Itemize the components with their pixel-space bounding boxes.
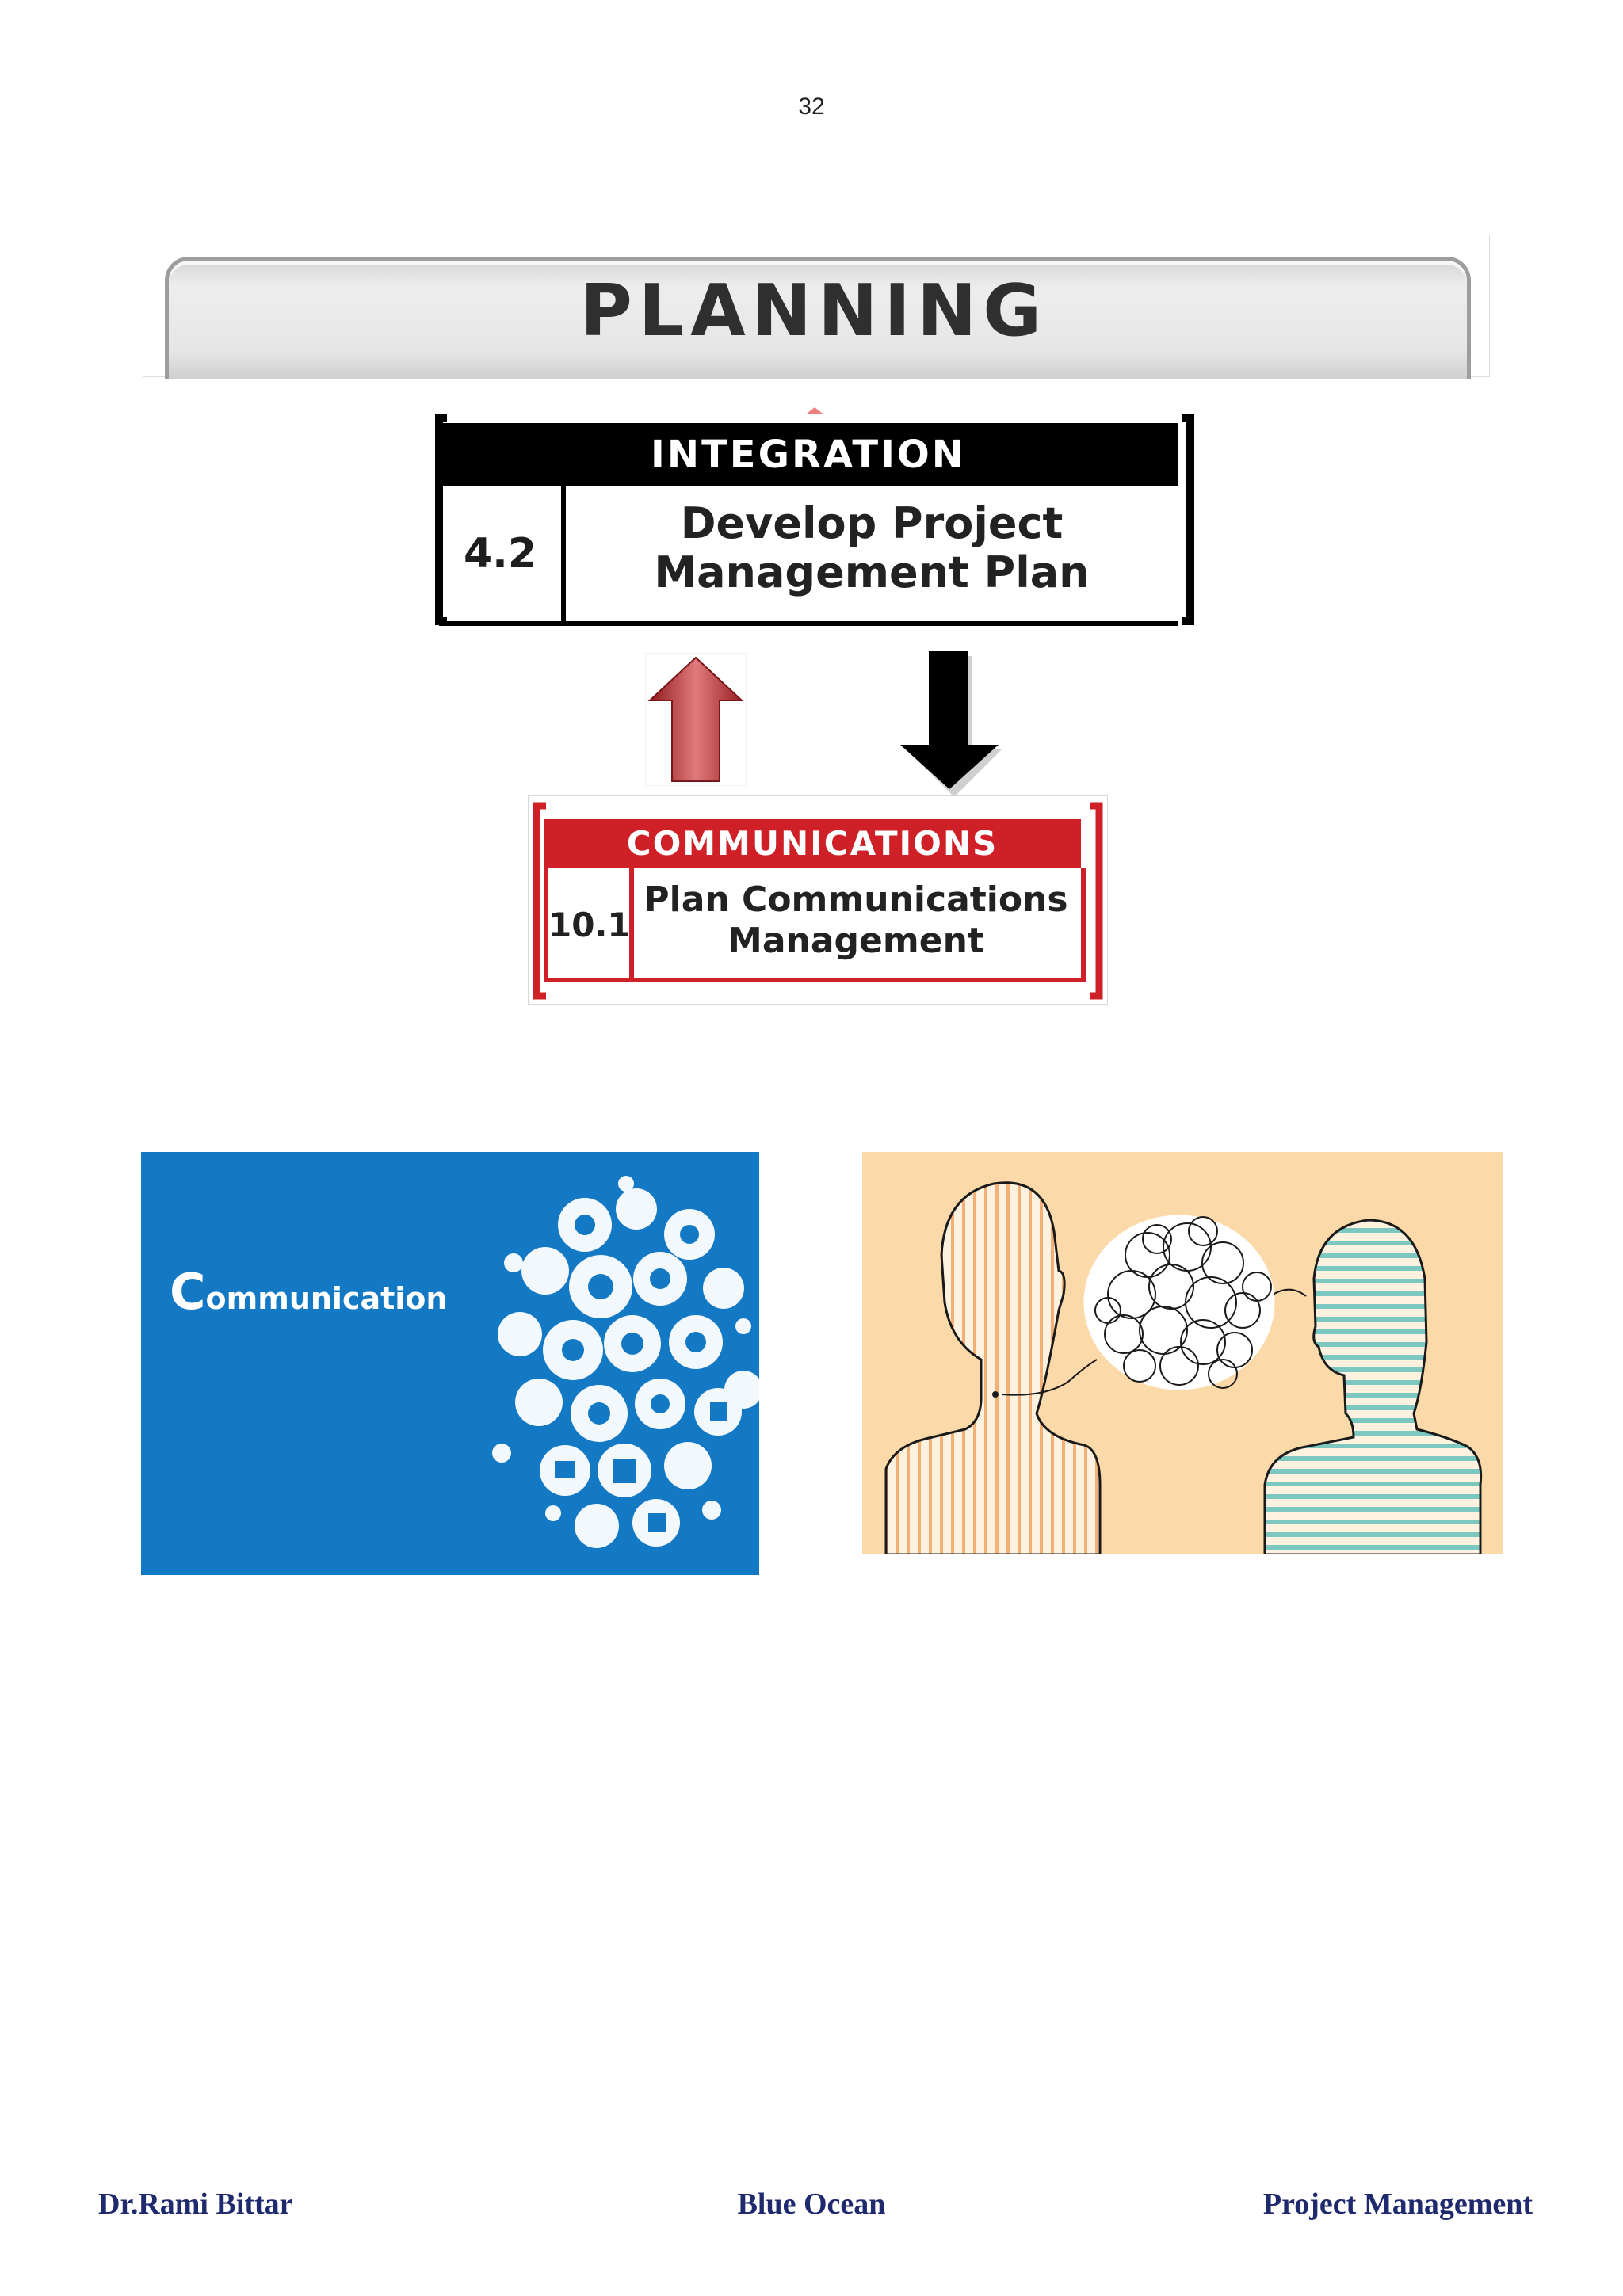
communications-body — [544, 868, 1086, 982]
integration-title-line1: Develop Project — [680, 498, 1064, 548]
integration-header: INTEGRATION — [439, 423, 1178, 486]
planning-banner — [165, 257, 1471, 379]
two-heads-illustration — [862, 1152, 1503, 1554]
arrow-down-icon — [900, 651, 1002, 797]
communications-process-number: 10.1 — [548, 868, 634, 978]
communication-image — [141, 1152, 759, 1575]
integration-title-line2: Management Plan — [654, 547, 1090, 597]
integration-process-number: 4.2 — [439, 486, 566, 621]
arrow-up-icon — [645, 653, 747, 786]
footer-course: Project Management — [1262, 2187, 1533, 2221]
integration-body — [439, 486, 1178, 626]
communications-header: COMMUNICATIONS — [544, 819, 1081, 868]
integration-process-title: Develop Project Management Plan — [566, 499, 1178, 597]
communications-brackets — [533, 802, 1103, 1000]
footer-organization: Blue Ocean — [737, 2187, 886, 2221]
communications-process-title: Plan Communications Management — [634, 879, 1078, 962]
communication-icon-cloud — [492, 1176, 759, 1548]
communication-image-label: Communication — [170, 1263, 448, 1321]
two-heads-drawing — [884, 1181, 1483, 1554]
footer-author: Dr.Rami Bittar — [98, 2187, 293, 2221]
communications-title-line2: Management — [727, 921, 984, 961]
communications-title-line1: Plan Communications — [643, 879, 1068, 920]
planning-title: PLANNING — [579, 269, 1048, 353]
page-number: 32 — [798, 93, 825, 120]
